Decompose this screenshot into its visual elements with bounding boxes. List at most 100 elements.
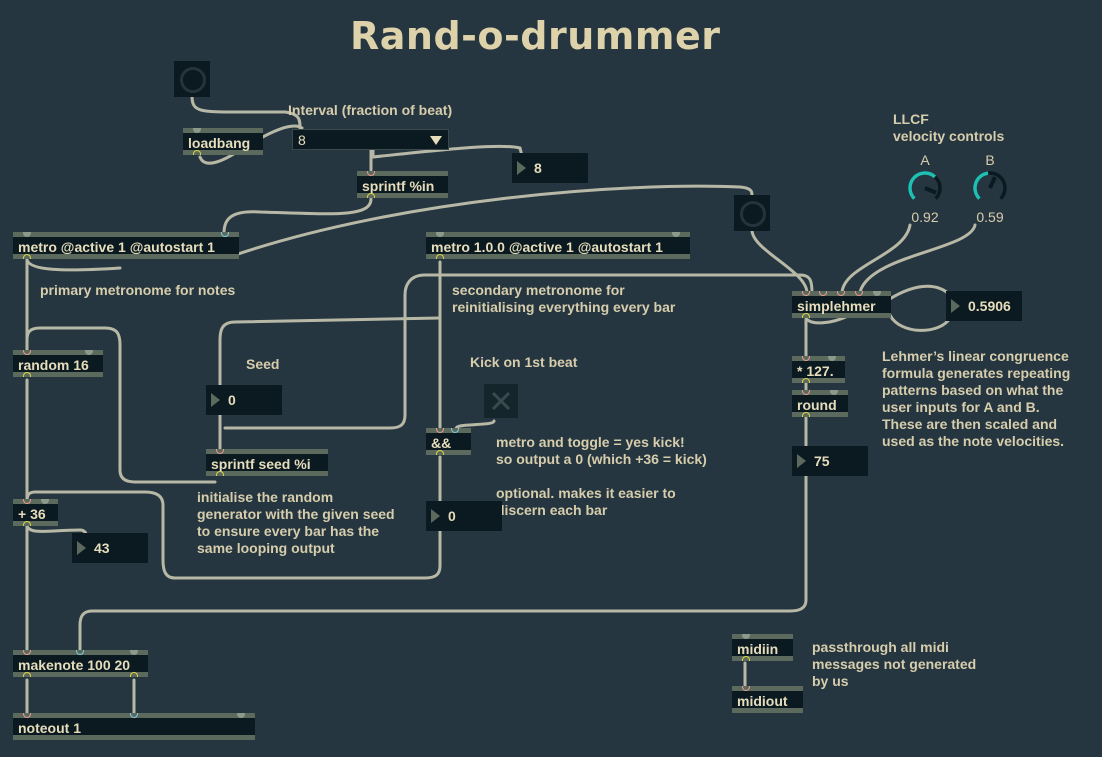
inlet[interactable] (23, 499, 31, 504)
loadbang-object[interactable]: loadbang (183, 128, 263, 155)
number-triangle-icon (797, 454, 806, 468)
inlet[interactable] (828, 356, 836, 361)
kick-toggle[interactable] (484, 384, 518, 418)
round-object[interactable]: round (792, 390, 848, 417)
inlet[interactable] (23, 350, 31, 355)
outlet[interactable] (193, 150, 201, 155)
inlet[interactable] (830, 390, 838, 395)
dial-b[interactable]: B 0.59 (967, 152, 1013, 224)
lehmer-bang-button[interactable] (734, 195, 770, 231)
number-value: 0 (448, 508, 456, 524)
and-object[interactable]: && (426, 428, 471, 455)
outlet[interactable] (802, 313, 810, 318)
inlet[interactable] (742, 634, 750, 639)
cord-sprintf-metro (222, 197, 373, 235)
midiin-object[interactable]: midiin (732, 634, 793, 661)
inlet[interactable] (436, 428, 444, 433)
comment-kick: Kick on 1st beat (470, 354, 578, 370)
times127-object[interactable]: * 127. (792, 356, 845, 383)
number-triangle-icon (77, 541, 86, 555)
outlet[interactable] (436, 254, 444, 259)
dial-needle (988, 176, 997, 189)
number-value: 8 (534, 160, 542, 176)
dial-b-label: B (985, 152, 995, 168)
noteout-object[interactable]: noteout 1 (13, 713, 255, 740)
comment-seed: Seed (246, 356, 280, 372)
midiout-object[interactable]: midiout (732, 686, 803, 713)
simplehmer-object[interactable]: simplehmer (792, 291, 891, 318)
object-label: noteout 1 (18, 720, 81, 736)
inlet[interactable] (672, 232, 680, 237)
inlet[interactable] (436, 232, 444, 237)
inlet[interactable] (819, 291, 827, 296)
number-triangle-icon (431, 509, 440, 523)
inlet[interactable] (41, 499, 49, 504)
inlet[interactable] (130, 650, 138, 655)
bang-circle-icon (740, 201, 766, 227)
metro-secondary-object[interactable]: metro 1.0.0 @active 1 @autostart 1 (426, 232, 690, 259)
dial-a-label: A (920, 152, 930, 168)
comment-interval: Interval (fraction of beat) (288, 102, 453, 118)
metro-primary-object[interactable]: metro @active 1 @autostart 1 (13, 232, 239, 259)
outlet[interactable] (436, 450, 444, 455)
comment-llcf: LLCF velocity controls (893, 111, 1005, 144)
object-label: simplehmer (797, 298, 876, 314)
outlet[interactable] (742, 656, 750, 661)
outlet[interactable] (802, 412, 810, 417)
number-value: 0.5906 (968, 298, 1011, 314)
inlet[interactable] (23, 713, 31, 718)
inlet[interactable] (802, 356, 810, 361)
random-object[interactable]: random 16 (13, 350, 103, 377)
inlet[interactable] (855, 291, 863, 296)
dial-a[interactable]: A 0.92 (902, 152, 948, 224)
sprintf-seed-object[interactable]: sprintf seed %i (206, 449, 328, 476)
outlet[interactable] (367, 193, 375, 198)
object-label: midiin (737, 641, 779, 657)
bang-circle-icon (180, 67, 206, 93)
number-value: 43 (94, 540, 110, 556)
outlet[interactable] (23, 521, 31, 526)
outlet[interactable] (23, 372, 31, 377)
note-number-box[interactable]: 43 (72, 533, 148, 563)
plus36-object[interactable]: + 36 (13, 499, 58, 526)
inlet[interactable] (873, 291, 881, 296)
velocity-number-box[interactable]: 75 (792, 446, 868, 476)
kick-number-box[interactable]: 0 (426, 501, 502, 531)
inlet[interactable] (837, 291, 845, 296)
interval-dropdown-value: 8 (298, 132, 306, 148)
inlet[interactable] (367, 171, 375, 176)
interval-number-box[interactable]: 8 (512, 153, 588, 183)
dropdown-arrow-icon (430, 136, 442, 145)
outlet[interactable] (23, 254, 31, 259)
sprintf-in-object[interactable]: sprintf %in (357, 171, 448, 198)
comment-passthrough: passthrough all midi messages not genera… (812, 639, 977, 689)
outlet[interactable] (802, 378, 810, 383)
inlet[interactable] (23, 650, 31, 655)
inlet[interactable] (802, 390, 810, 395)
seed-number-box[interactable]: 0 (206, 385, 282, 415)
patch-title: Rand-o-drummer (350, 14, 721, 58)
inlet[interactable] (451, 428, 459, 433)
inlet[interactable] (802, 291, 810, 296)
inlet[interactable] (130, 713, 138, 718)
makenote-object[interactable]: makenote 100 20 (13, 650, 148, 677)
outlet[interactable] (130, 672, 138, 677)
inlet[interactable] (76, 650, 84, 655)
lehmer-number-box[interactable]: 0.5906 (946, 291, 1022, 321)
object-label: metro @active 1 @autostart 1 (18, 239, 215, 255)
comment-optional: optional. makes it easier to discern eac… (496, 485, 676, 518)
comment-and: metro and toggle = yes kick! so output a… (496, 434, 707, 467)
outlet[interactable] (23, 672, 31, 677)
inlet[interactable] (193, 128, 201, 133)
inlet[interactable] (85, 350, 93, 355)
inlet[interactable] (221, 232, 229, 237)
inlet[interactable] (237, 713, 245, 718)
inlet[interactable] (742, 686, 750, 691)
cord-bang-loadbang (190, 94, 302, 130)
inlet[interactable] (23, 232, 31, 237)
interval-dropdown[interactable]: 8 (292, 129, 449, 150)
loadbang-bang-button[interactable] (174, 61, 210, 97)
outlet[interactable] (216, 471, 224, 476)
object-label: round (797, 397, 837, 413)
inlet[interactable] (216, 449, 224, 454)
